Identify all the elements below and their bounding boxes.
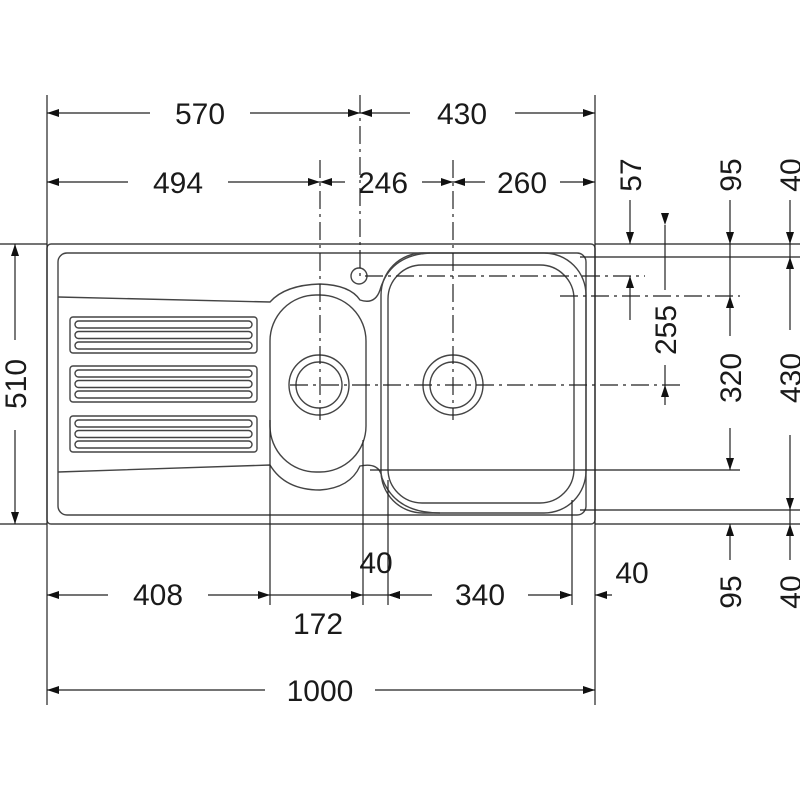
arrowhead [726,524,734,536]
arrowhead [560,591,572,599]
arrowhead [626,276,634,288]
drainer-groove [74,330,253,340]
dim-246: 246 [358,167,408,200]
arrowhead [308,178,320,186]
arrowhead [661,213,669,225]
dim-40-top: 40 [775,158,800,191]
drainer-groove [74,341,253,350]
tap-hole [350,267,368,285]
arrowhead [441,178,453,186]
sink-outline [46,243,596,525]
arrowhead [388,591,400,599]
drainer-groove [74,369,253,378]
main-bowl [387,264,575,504]
dimension-labels: 570 430 494 246 260 57 95 40 255 320 430… [0,98,800,708]
dim-430-right: 430 [775,353,800,403]
dim-570: 570 [175,98,225,131]
drainer-groove [74,440,253,449]
dim-95-bottom: 95 [715,575,748,608]
dim-255: 255 [650,305,683,355]
arrowhead [47,591,59,599]
arrowhead [453,178,465,186]
arrowhead [583,686,595,694]
arrowhead [11,244,19,256]
dim-320: 320 [715,353,748,403]
arrowhead [348,109,360,117]
drainer-groove [74,379,253,389]
dim-494: 494 [153,167,203,200]
dim-40-right-edge: 40 [615,557,648,590]
dim-510: 510 [0,359,33,409]
main-bowl-rim [380,252,587,514]
arrowhead [786,498,794,510]
arrowhead [726,458,734,470]
dim-172: 172 [293,608,343,641]
arrowhead [626,232,634,244]
drainer-groove-group [69,415,258,453]
extension-lines [0,95,800,705]
drainer-groove [74,390,253,399]
arrowhead [786,232,794,244]
dim-408: 408 [133,579,183,612]
arrowhead [360,109,372,117]
drainer-grooves [69,316,258,453]
arrowhead [11,512,19,524]
dim-430-top: 430 [437,98,487,131]
arrowhead [726,232,734,244]
arrowhead [47,109,59,117]
arrowhead [583,178,595,186]
dim-57: 57 [615,158,648,191]
dim-340: 340 [455,579,505,612]
arrowhead [47,178,59,186]
arrowhead [786,524,794,536]
dim-40-bottom: 40 [775,575,800,608]
drainer-groove-group [69,365,258,403]
arrowhead [351,591,363,599]
drainer-groove [74,429,253,439]
dim-95-top: 95 [715,158,748,191]
drainer-groove [74,320,253,329]
arrowhead [786,257,794,269]
arrowhead [320,178,332,186]
arrowhead [595,591,607,599]
dim-40-bowl-gap: 40 [359,547,392,580]
arrowhead [661,385,669,397]
dim-1000: 1000 [287,675,354,708]
dimension-lines [11,109,794,694]
drainer-groove-group [69,316,258,354]
arrowhead [583,109,595,117]
small-bowl [269,294,367,473]
arrowhead [258,591,270,599]
small-waste-outer [288,354,350,416]
dim-260: 260 [497,167,547,200]
arrowhead [47,686,59,694]
arrowhead [726,296,734,308]
drainer-groove [74,419,253,428]
